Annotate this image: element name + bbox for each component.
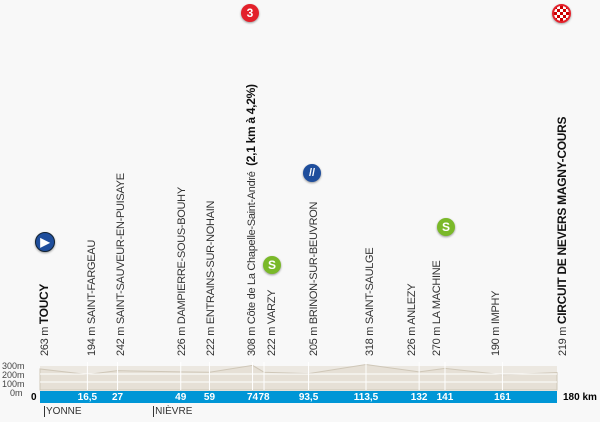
km-tick-label: 93,5	[298, 392, 319, 403]
km-tick-label: 78	[258, 392, 270, 403]
feed-zone-icon: //	[303, 164, 321, 182]
finish-flag-icon	[552, 4, 571, 23]
department-label: NIÈVRE	[153, 406, 193, 417]
sprint-icon: S	[263, 256, 281, 274]
km-tick-label: 59	[203, 392, 216, 403]
y-tick: 200m	[2, 370, 25, 380]
kom-category-icon: 3	[241, 4, 259, 22]
sprint-icon: S	[437, 218, 455, 236]
km-tick-label: 74	[246, 392, 259, 403]
km-tick-label: 49	[175, 392, 187, 403]
y-tick: 100m	[2, 379, 25, 389]
y-tick: 0m	[10, 388, 23, 398]
end-km-label: 180 km	[563, 392, 597, 403]
km-tick-label: 161	[494, 392, 511, 403]
km-tick-label: 141	[436, 392, 454, 403]
start-icon: ▶	[35, 232, 55, 252]
km-tick-label: 16,5	[77, 392, 98, 403]
start-km-label: 0	[31, 392, 37, 403]
km-tick-label: 113,5	[353, 392, 379, 403]
km-tick-label: 27	[111, 392, 124, 403]
km-tick-label: 132	[410, 392, 428, 403]
department-label: YONNE	[44, 406, 82, 417]
distance-bar	[40, 391, 557, 403]
y-tick: 300m	[2, 361, 25, 371]
